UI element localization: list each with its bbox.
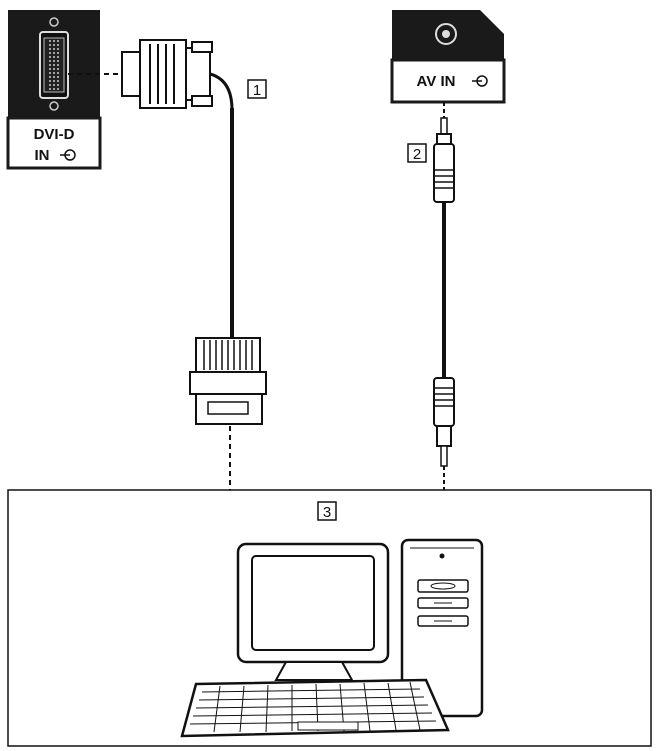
- mini-plug-icon: [433, 117, 455, 203]
- av-label: AV IN: [417, 73, 456, 90]
- monitor-icon: [236, 542, 390, 681]
- dvi-label-line2: IN: [35, 147, 50, 164]
- mini-plug-bottom-icon: [433, 377, 455, 467]
- svg-text:3: 3: [323, 504, 331, 521]
- svg-text:1: 1: [253, 82, 261, 99]
- dvi-plug-bottom-icon: [189, 337, 267, 425]
- pc-tower-icon: [400, 538, 484, 718]
- av-input-arrow-icon: [472, 75, 488, 87]
- dvi-port-icon: [39, 17, 69, 111]
- callout-1: 1: [247, 79, 267, 99]
- input-arrow-icon: [60, 149, 76, 161]
- rca-jack-icon: [435, 23, 457, 45]
- callout-2: 2: [407, 143, 427, 163]
- callout-3: 3: [317, 501, 337, 521]
- av-terminal-panel: [390, 10, 506, 104]
- keyboard-icon: [180, 678, 450, 738]
- svg-text:2: 2: [413, 146, 421, 163]
- dvi-plug-icon: [121, 39, 234, 111]
- dvi-label-line1: DVI-D: [34, 126, 75, 143]
